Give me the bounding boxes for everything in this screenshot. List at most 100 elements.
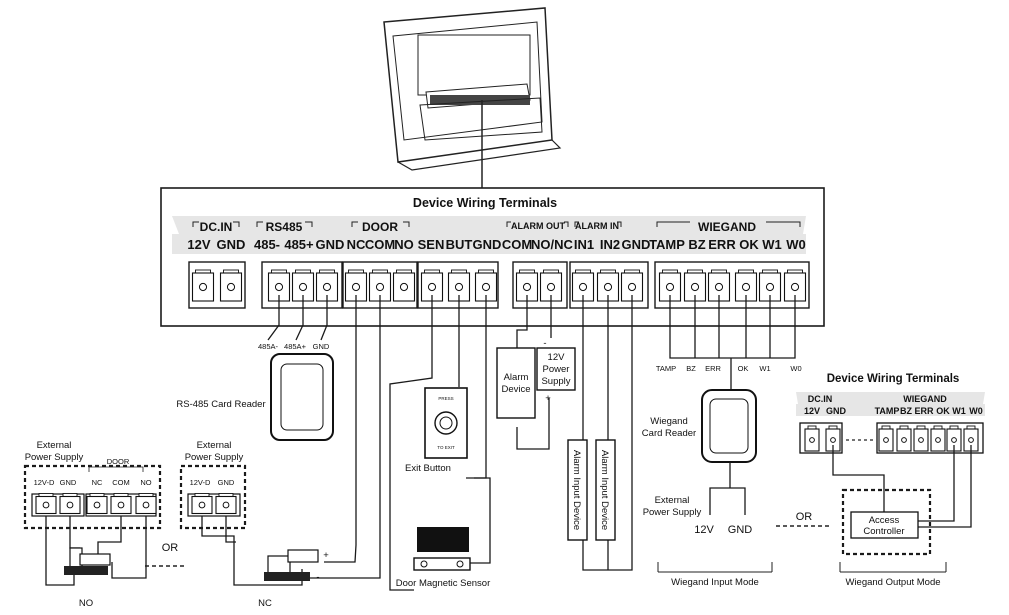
screw-terminal [86, 493, 108, 515]
exit-and-sensor: PRESS TO EXIT Exit Button Door Magnetic … [389, 295, 491, 591]
screw-terminal [35, 493, 57, 515]
screw-terminal [191, 269, 215, 302]
device-illustration [383, 7, 562, 171]
access-controller [850, 511, 919, 539]
alarm-device-label-2: Device [501, 384, 530, 395]
alarm-device-label-1: Alarm [504, 372, 529, 383]
wiegand-in-pin-bz: BZ [686, 364, 696, 373]
wiegand-reader-label-2: Card Reader [642, 428, 696, 439]
wiegand-psu-gnd: GND [728, 524, 753, 536]
pin-gnd: GND [316, 237, 345, 252]
lock-nc-psu-title-2: Power Supply [185, 452, 244, 463]
alarm-in-wiring: Alarm Input Device Alarm Input Device [567, 295, 633, 571]
lock-nc-plus: + [323, 550, 329, 561]
pin-in1: IN1 [574, 237, 594, 252]
door-magnetic-sensor [417, 527, 469, 552]
lock-no-psu-title-1: External [37, 440, 72, 451]
screw-terminal [539, 269, 563, 302]
rs485-pin-485a-plus: 485A+ [284, 342, 307, 351]
group-door: DOOR [362, 220, 398, 234]
main-panel-title: Device Wiring Terminals [413, 196, 557, 210]
screw-terminal [783, 269, 807, 302]
access-controller-label-1: Access [869, 515, 900, 526]
screw-terminal [804, 425, 820, 452]
wiegand-out-pin-ok: OK [936, 406, 950, 416]
lock-nc-pin-gnd: GND [218, 478, 235, 487]
screw-terminal [135, 493, 157, 515]
rs485-reader-label: RS-485 Card Reader [176, 399, 265, 410]
exit-button-press: PRESS [438, 396, 453, 401]
lock-nc-module: External Power Supply 12V-D GND + - NC [179, 295, 381, 609]
screw-terminal [59, 493, 81, 515]
lock-nc-pin-12v-d: 12V-D [190, 478, 211, 487]
wiegand-reader-label-1: Wiegand [650, 416, 688, 427]
pin-com: COM [502, 237, 532, 252]
group-rs485: RS485 [266, 220, 303, 234]
or-label: OR [162, 542, 179, 554]
access-controller-label-2: Controller [863, 526, 904, 537]
screw-terminal [707, 269, 731, 302]
screw-terminal [758, 269, 782, 302]
alarm-psu-label-2: Power [543, 364, 570, 375]
exit-button-to-exit: TO EXIT [437, 445, 455, 450]
screw-terminal [267, 269, 291, 302]
rs485-wiring: 485A- 485A+ GND RS-485 Card Reader [176, 295, 334, 441]
wiegand-out-pin-12v: 12V [804, 406, 820, 416]
screw-terminal [392, 269, 416, 302]
alarm-input-device-2-label: Alarm Input Device [599, 450, 610, 530]
lock-nc-caption: NC [258, 598, 272, 609]
pin-w1: W1 [762, 237, 782, 252]
wiegand-output-mode-label: Wiegand Output Mode [845, 577, 940, 588]
rs485-pin-gnd: GND [313, 342, 330, 351]
screw-terminal [110, 493, 132, 515]
screw-terminal [683, 269, 707, 302]
wiegand-in-pin-err: ERR [705, 364, 721, 373]
pin-gnd: GND [473, 237, 502, 252]
screw-terminal [620, 269, 644, 302]
wiegand-in-pin-ok: OK [738, 364, 749, 373]
alarm-input-device-2 [595, 439, 616, 541]
group-dc-in: DC.IN [200, 220, 233, 234]
screw-terminal [215, 493, 237, 515]
wiegand-in-pin-w1: W1 [759, 364, 770, 373]
wiegand-out-pin-tamp: TAMP [875, 406, 900, 416]
alarm-psu-label-1: 12V [548, 352, 566, 363]
group-wiegand: WIEGAND [698, 220, 756, 234]
main-terminal-panel: Device Wiring Terminals DC.IN RS485 DOOR… [160, 187, 825, 327]
pin-w0: W0 [786, 237, 806, 252]
pin-ok: OK [739, 237, 759, 252]
wiegand-psu-label-2: Power Supply [643, 507, 702, 518]
wiegand-psu-12v: 12V [694, 524, 714, 536]
pin-nc: NC [347, 237, 366, 252]
pin-but: BUT [446, 237, 473, 252]
pin-in2: IN2 [600, 237, 620, 252]
main-pin-labels: 12V GND 485- 485+ GND NC COM NO SEN BUT … [187, 237, 805, 252]
lock-no-module: External Power Supply DOOR 12V-D GND NC … [23, 440, 162, 609]
pin-tamp: TAMP [649, 237, 685, 252]
alarm-psu-label-3: Supply [541, 376, 570, 387]
rs485-card-reader [270, 353, 334, 441]
pin-no-nc: NO/NC [531, 237, 574, 252]
alarm-psu [536, 347, 576, 391]
lock-no-pin-no: NO [140, 478, 151, 487]
wiegand-out-pin-err: ERR [914, 406, 934, 416]
alarm-input-device-1 [567, 439, 588, 541]
exit-button-label: Exit Button [405, 463, 451, 474]
screw-terminal [515, 269, 539, 302]
wiegand-out-pin-gnd: GND [826, 406, 847, 416]
pin-gnd: GND [217, 237, 246, 252]
lock-no-pin-nc: NC [92, 478, 103, 487]
pin-gnd: GND [622, 237, 651, 252]
alarm-psu-minus: - [543, 338, 546, 349]
alarm-psu-plus: + [545, 393, 551, 404]
wiegand-in-pin-w0: W0 [790, 364, 801, 373]
lock-no-pin-com: COM [112, 478, 130, 487]
pin-12v: 12V [187, 237, 210, 252]
lock-no-door-label: DOOR [107, 457, 130, 466]
pin-sen: SEN [418, 237, 445, 252]
wiegand-out-title: Device Wiring Terminals [827, 373, 960, 385]
screw-terminal [219, 269, 243, 302]
wiegand-input-mode-label: Wiegand Input Mode [671, 577, 759, 588]
screw-terminal [368, 269, 392, 302]
